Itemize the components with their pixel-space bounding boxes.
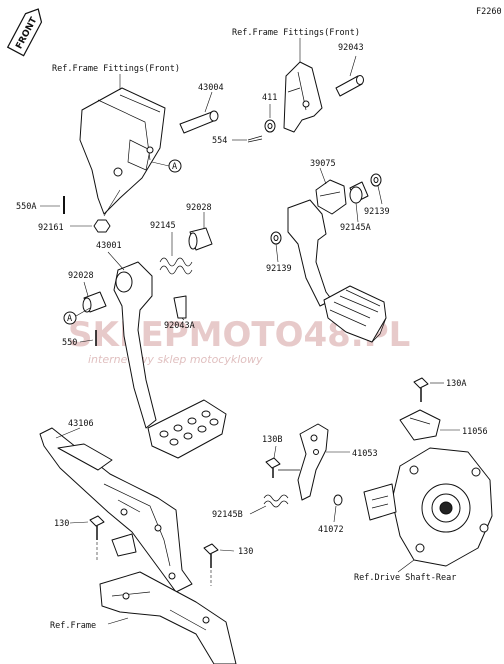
figure-code: F2260 — [476, 7, 502, 17]
label-92145: 92145 — [150, 221, 176, 231]
label-130b: 130B — [262, 435, 282, 445]
rear-pedal-right — [287, 199, 387, 343]
label-41053: 41053 — [352, 449, 378, 459]
label-411: 411 — [262, 93, 277, 103]
watermark-sub: internetowy sklep motocyklowy — [88, 353, 263, 366]
bolt-92043a — [173, 295, 187, 319]
nut-92161 — [93, 189, 121, 233]
label-92043a: 92043A — [164, 321, 195, 331]
spring-92145 — [159, 257, 193, 275]
cotter-pin-554 — [247, 135, 263, 143]
label-92043: 92043 — [338, 43, 364, 53]
bolt-130a-right — [413, 377, 429, 402]
label-43106: 43106 — [68, 419, 94, 429]
label-92161: 92161 — [38, 223, 64, 233]
label-43001: 43001 — [96, 241, 122, 251]
bolt-130b — [265, 457, 281, 478]
switch-39075 — [315, 179, 347, 215]
bushing-92145a — [349, 181, 369, 204]
label-11056: 11056 — [462, 427, 488, 437]
pin-43004 — [179, 110, 219, 134]
frame-bracket-right — [283, 61, 323, 133]
label-130-center: 130 — [238, 547, 253, 557]
front-direction-badge: FRONT — [6, 8, 43, 57]
label-43004: 43004 — [198, 83, 224, 93]
frame-bracket-left — [79, 87, 166, 215]
label-130-left: 130 — [54, 519, 69, 529]
label-92139-lower: 92139 — [266, 264, 292, 274]
svg-text:A: A — [172, 162, 177, 172]
ref-frame-fittings-right: Ref.Frame Fittings(Front) — [232, 28, 360, 38]
pedal-grip-pads — [159, 410, 219, 446]
drive-shaft-housing — [363, 447, 493, 567]
label-39075: 39075 — [310, 159, 336, 169]
brake-pedal-43001 — [113, 261, 227, 459]
svg-text:A: A — [67, 314, 72, 324]
bolt-130-center — [203, 543, 219, 568]
label-92028-upper: 92028 — [186, 203, 212, 213]
washer-411 — [264, 119, 276, 133]
callout-a-left — [63, 311, 77, 325]
label-92145a: 92145A — [340, 223, 371, 233]
label-550a: 550A — [16, 202, 36, 212]
label-554: 554 — [212, 136, 227, 146]
ref-frame-fittings-left: Ref.Frame Fittings(Front) — [52, 64, 180, 74]
ref-drive-shaft-rear: Ref.Drive Shaft-Rear — [354, 573, 456, 583]
bushing-92028-lower — [82, 291, 107, 313]
washer-41072 — [333, 494, 343, 506]
bracket-11056 — [399, 409, 441, 441]
ref-frame: Ref.Frame — [50, 621, 96, 631]
pin-92043 — [335, 75, 364, 97]
main-frame — [99, 571, 237, 664]
label-41072: 41072 — [318, 525, 344, 535]
label-550: 550 — [62, 338, 77, 348]
collar-92139-lower — [270, 231, 282, 245]
bolt-130-left — [89, 515, 105, 540]
lever-41053 — [278, 423, 329, 501]
collar-92139-upper — [370, 173, 382, 187]
bushing-92028-upper — [188, 227, 213, 251]
frame-43106 — [39, 427, 193, 593]
spring-92145b — [263, 494, 289, 508]
label-92139-upper: 92139 — [364, 207, 390, 217]
label-130a: 130A — [446, 379, 466, 389]
label-92028-lower: 92028 — [68, 271, 94, 281]
label-92145b: 92145B — [212, 510, 243, 520]
